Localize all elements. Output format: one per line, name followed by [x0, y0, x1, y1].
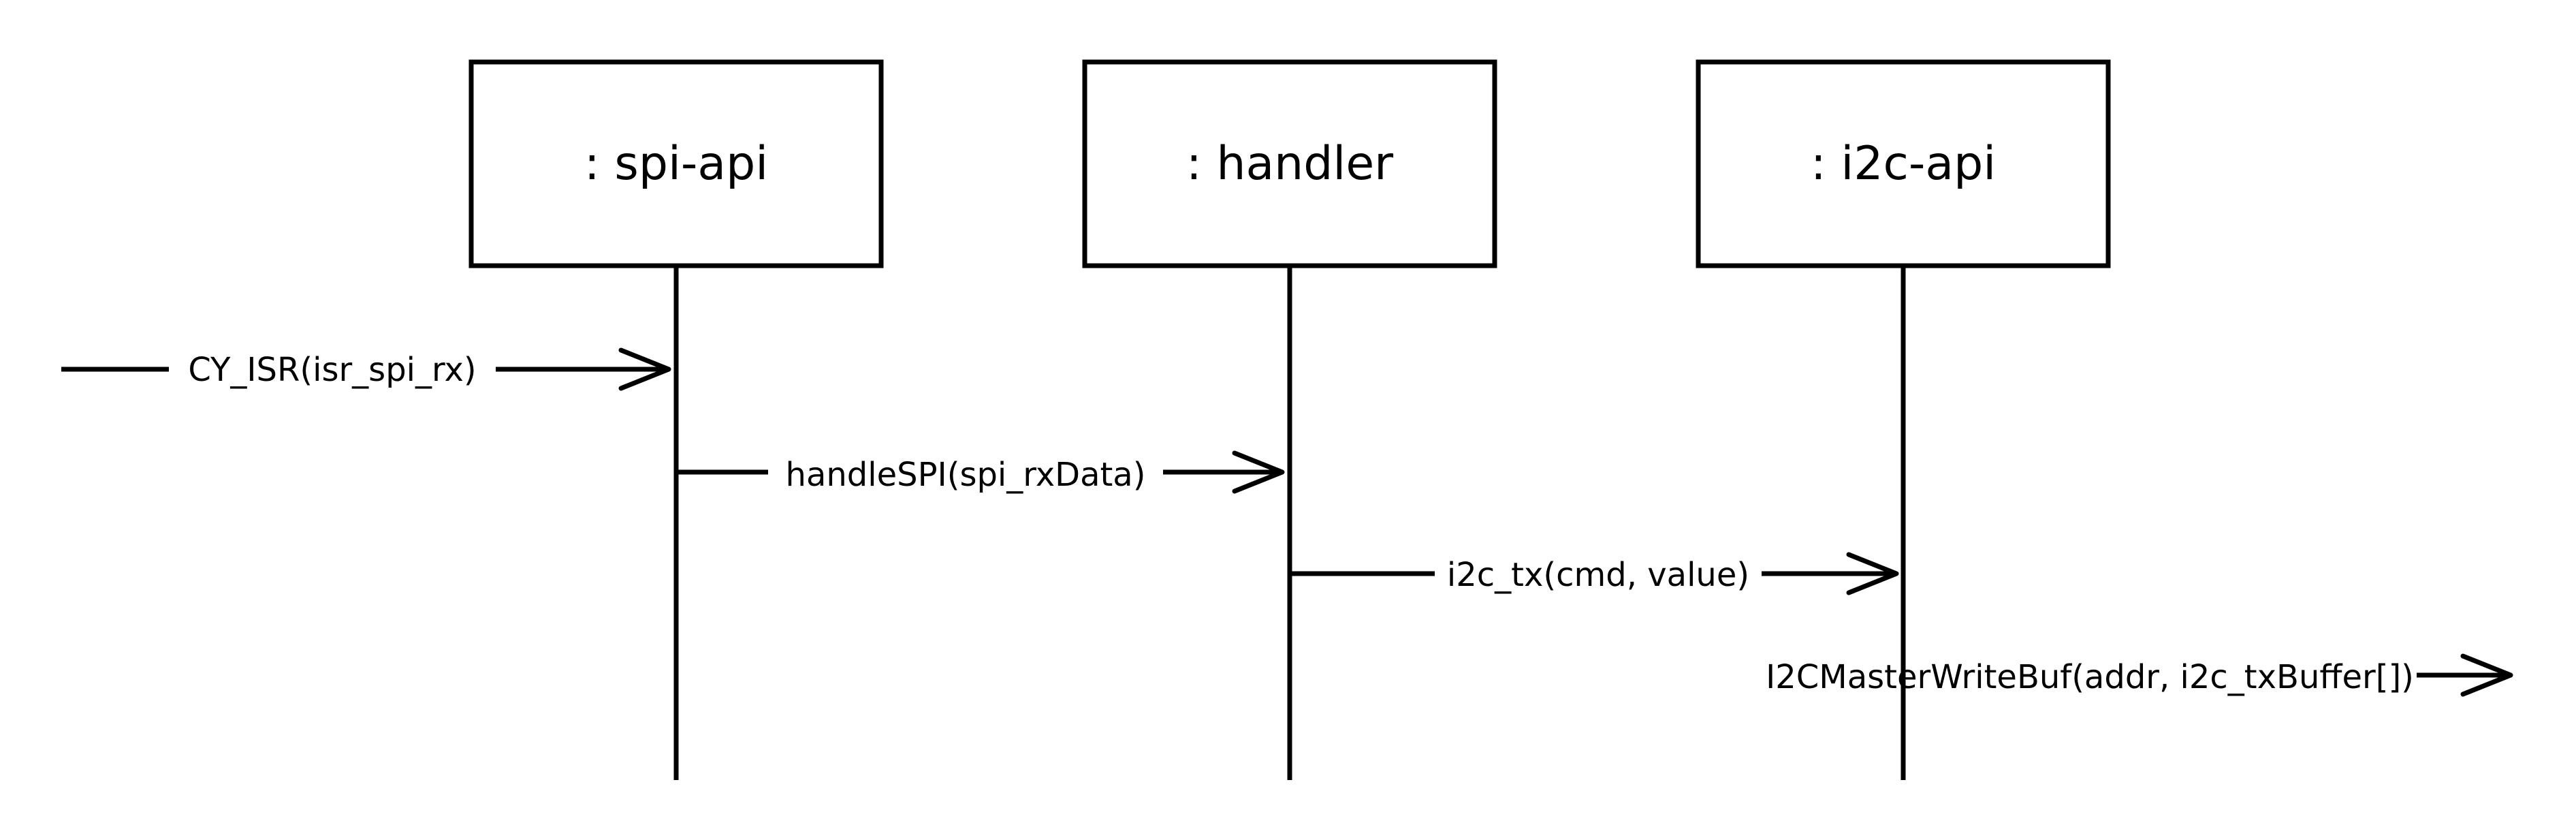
message-label: handleSPI(spi_rxData): [786, 456, 1146, 494]
participant-spi-api: : spi-api: [468, 59, 884, 268]
participant-box: [1696, 59, 2111, 268]
participant-box: [468, 59, 884, 268]
message-label: I2CMasterWriteBuf(addr, i2c_txBuffer[]): [1766, 658, 2414, 696]
arrowhead-icon: [2460, 653, 2513, 697]
message-label: i2c_tx(cmd, value): [1447, 556, 1749, 594]
participant-handler: : handler: [1082, 59, 1497, 268]
arrowhead-icon: [1846, 552, 1899, 595]
participant-label: : spi-api: [584, 137, 768, 191]
message-i2c-tx: i2c_tx(cmd, value): [1290, 552, 1899, 595]
message-i2c-master-write-buf: I2CMasterWriteBuf(addr, i2c_txBuffer[]): [1766, 653, 2513, 697]
message-handle-spi: handleSPI(spi_rxData): [676, 450, 1285, 494]
participant-box: [1082, 59, 1497, 268]
participant-i2c-api: : i2c-api: [1696, 59, 2111, 268]
message-label: CY_ISR(isr_spi_rx): [188, 351, 476, 389]
message-cy-isr: CY_ISR(isr_spi_rx): [61, 347, 671, 391]
participant-label: : handler: [1186, 137, 1393, 191]
arrowhead-icon: [1232, 450, 1285, 494]
participant-label: : i2c-api: [1811, 137, 1996, 191]
arrowhead-icon: [618, 347, 671, 391]
